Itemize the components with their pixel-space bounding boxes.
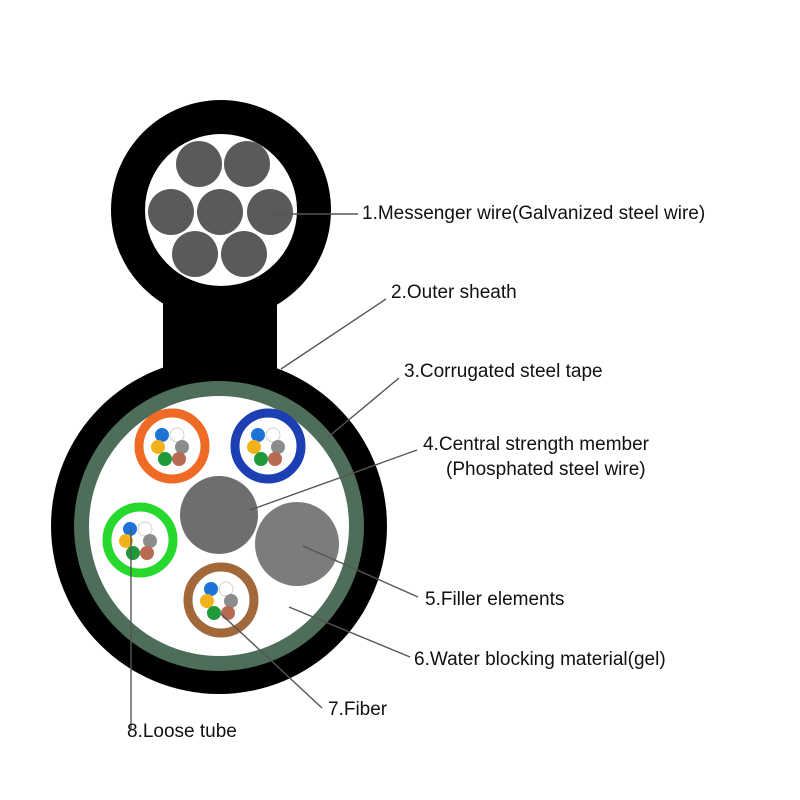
optical-fiber: [175, 440, 189, 454]
optical-fiber: [247, 440, 261, 454]
steel-wire-strand: [224, 141, 270, 187]
leader-line-steel-tape: [326, 377, 400, 439]
leader-lines: [130, 213, 419, 730]
optical-fiber: [155, 428, 169, 442]
leader-line-filler: [302, 545, 419, 598]
leader-line-water-blocking: [288, 606, 411, 658]
loose-tube-blue: [230, 408, 306, 484]
optical-fiber: [265, 427, 281, 443]
optical-fiber: [119, 534, 133, 548]
optical-fiber: [137, 521, 153, 537]
leader-line-outer-sheath: [280, 298, 387, 370]
filler-element: [255, 502, 339, 586]
leader-line-fiber: [220, 613, 323, 709]
steel-wire-strand: [197, 189, 243, 235]
optical-fiber: [204, 582, 218, 596]
optical-fiber: [224, 594, 238, 608]
loose-tube-brown: [183, 562, 259, 638]
optical-fiber: [151, 440, 165, 454]
label-fiber: 7.Fiber: [328, 699, 388, 720]
optical-fiber: [158, 452, 172, 466]
steel-wire-strand: [172, 231, 218, 277]
label-loose-tube: 8.Loose tube: [127, 721, 237, 742]
central-strength-member: [180, 476, 258, 554]
loose-tubes: [102, 408, 306, 638]
optical-fiber: [126, 546, 140, 560]
label-filler-elements: 5.Filler elements: [425, 589, 565, 610]
label-corrugated-steel-tape: 3.Corrugated steel tape: [404, 361, 603, 382]
optical-fiber: [172, 452, 186, 466]
optical-fiber: [169, 427, 185, 443]
loose-tube-green: [102, 502, 178, 578]
optical-fiber: [268, 452, 282, 466]
optical-fiber: [140, 546, 154, 560]
steel-wire-strand: [176, 141, 222, 187]
messenger-steel-wires: [148, 141, 293, 277]
label-water-blocking: 6.Water blocking material(gel): [414, 649, 666, 670]
label-messenger-wire: 1.Messenger wire(Galvanized steel wire): [362, 203, 706, 224]
label-outer-sheath: 2.Outer sheath: [391, 282, 517, 303]
label-central-strength-member-sub: (Phosphated steel wire): [446, 459, 646, 480]
leader-line-strength-member: [249, 449, 418, 511]
optical-fiber: [143, 534, 157, 548]
optical-fiber: [207, 606, 221, 620]
optical-fiber: [271, 440, 285, 454]
optical-fiber: [251, 428, 265, 442]
optical-fiber: [221, 606, 235, 620]
steel-wire-strand: [247, 189, 293, 235]
optical-fiber: [200, 594, 214, 608]
optical-fiber: [218, 581, 234, 597]
optical-fiber: [123, 522, 137, 536]
label-central-strength-member: 4.Central strength member: [423, 434, 649, 455]
loose-tube-orange: [134, 408, 210, 484]
optical-fiber: [254, 452, 268, 466]
steel-wire-strand: [221, 231, 267, 277]
steel-wire-strand: [148, 189, 194, 235]
